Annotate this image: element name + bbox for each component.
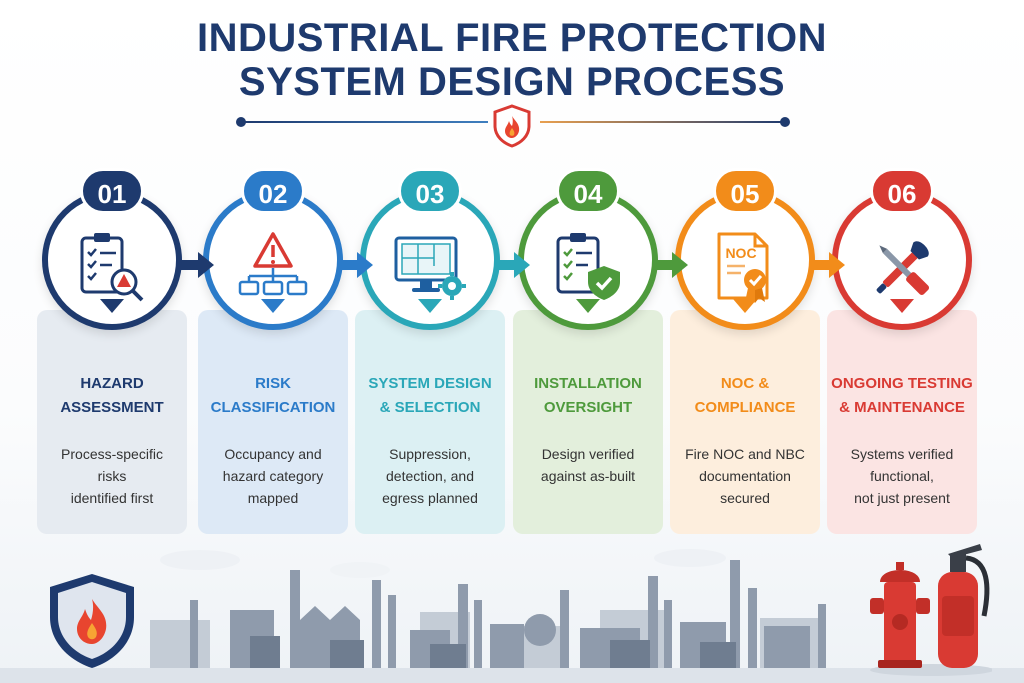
step-3-number: 03	[398, 168, 462, 214]
title-line-2: SYSTEM DESIGN PROCESS	[238, 60, 786, 104]
step-5: NOC NOC & COMPLIANCE Fire NOC and NBC do…	[670, 168, 820, 534]
step-2-panel	[198, 310, 348, 534]
step-6-number: 06	[870, 168, 934, 214]
step-1-description: Process-specific risks identified first	[61, 446, 163, 506]
step-1-heading: HAZARD ASSESSMENT	[60, 375, 164, 416]
step-4-number: 04	[556, 168, 620, 214]
step-1-pointer	[100, 299, 124, 313]
step-6-description: Systems verified functional, not just pr…	[850, 446, 954, 506]
step-6: ONGOING TESTING & MAINTENANCE Systems ve…	[827, 168, 977, 534]
arrow-right-icon	[494, 252, 530, 278]
title-divider-dot-left	[236, 117, 246, 127]
step-6-heading: ONGOING TESTING & MAINTENANCE	[831, 375, 973, 416]
fire-hydrant-extinguisher-illustration	[870, 544, 992, 676]
industrial-skyline-illustration	[0, 549, 1024, 683]
step-3-panel	[355, 310, 505, 534]
step-1-panel	[37, 310, 187, 534]
noc-certificate-icon: NOC	[717, 232, 769, 303]
step-5-panel	[670, 310, 820, 534]
arrow-right-icon	[652, 252, 688, 278]
clipboard-magnifier-warning-icon	[80, 233, 144, 302]
step-5-description: Fire NOC and NBC documentation secured	[685, 446, 805, 506]
monitor-blueprint-gear-icon	[394, 236, 466, 300]
step-4-panel	[513, 310, 663, 534]
step-2-pointer	[261, 299, 285, 313]
fire-shield-icon	[50, 574, 134, 668]
step-2-heading: RISK CLASSIFICATION	[210, 375, 336, 416]
page-title: INDUSTRIAL FIRE PROTECTION SYSTEM DESIGN…	[0, 16, 1024, 104]
step-4: INSTALLATION OVERSIGHT Design verified a…	[513, 168, 663, 534]
arrow-right-icon	[178, 252, 214, 278]
step-1-number: 01	[80, 168, 144, 214]
title-line-1: INDUSTRIAL FIRE PROTECTION	[196, 16, 828, 60]
noc-label: NOC	[725, 245, 756, 261]
step-2: RISK CLASSIFICATION Occupancy and hazard…	[198, 168, 348, 534]
step-1: HAZARD ASSESSMENT Process-specific risks…	[37, 168, 187, 534]
step-3-pointer	[418, 299, 442, 313]
step-4-pointer	[576, 299, 600, 313]
title-divider-left	[242, 121, 488, 123]
warning-hierarchy-icon	[238, 232, 308, 296]
step-3-heading: SYSTEM DESIGN & SELECTION	[368, 375, 492, 416]
title-divider-right	[540, 121, 784, 123]
wrench-screwdriver-icon	[876, 241, 930, 296]
title-divider-dot-right	[780, 117, 790, 127]
step-4-heading: INSTALLATION OVERSIGHT	[534, 375, 642, 416]
step-3: SYSTEM DESIGN & SELECTION Suppression, d…	[355, 168, 505, 534]
arrow-right-icon	[809, 252, 845, 278]
step-6-panel	[827, 310, 977, 534]
fire-shield-icon	[493, 104, 531, 148]
step-3-description: Suppression, detection, and egress plann…	[382, 446, 478, 506]
clipboard-shield-check-icon	[556, 233, 620, 300]
step-5-number: 05	[713, 168, 777, 214]
step-2-description: Occupancy and hazard category mapped	[222, 446, 324, 506]
step-5-heading: NOC & COMPLIANCE	[694, 375, 796, 416]
step-2-number: 02	[241, 168, 305, 214]
step-4-description: Design verified against as-built	[540, 446, 636, 484]
step-5-pointer	[733, 299, 757, 313]
step-6-pointer	[890, 299, 914, 313]
arrow-right-icon	[337, 252, 373, 278]
